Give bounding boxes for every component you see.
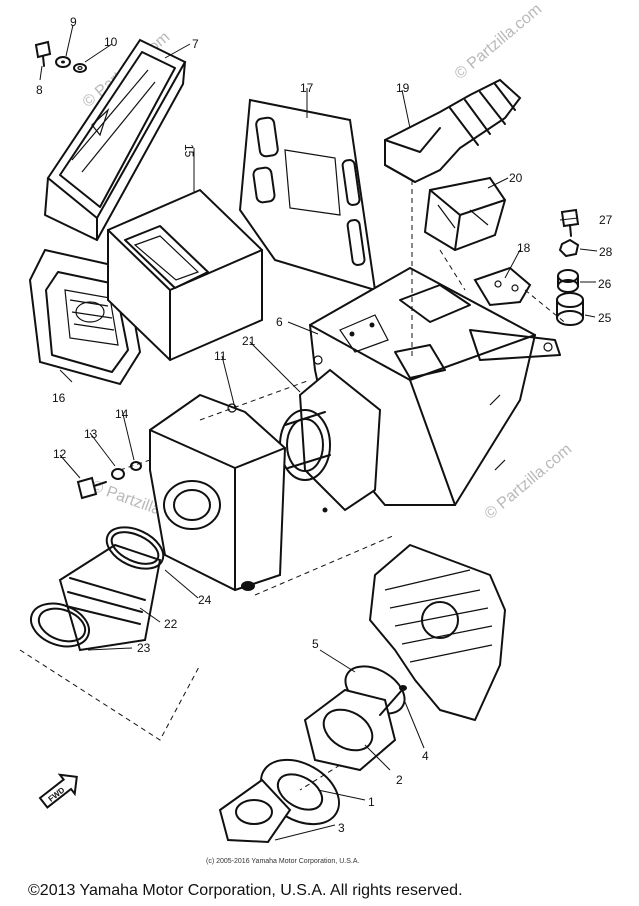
part-7-cover [44,38,187,241]
callout-11: 11 [214,349,227,363]
assembly-line [19,649,201,741]
part-26-collar [557,269,579,293]
callout-5: 5 [312,637,319,651]
callout-22: 22 [164,617,178,631]
small-copyright: (c) 2005-2016 Yamaha Motor Corporation, … [206,858,359,865]
callout-labels: 7 10 9 8 15 17 19 20 18 6 21 11 16 14 13… [36,15,613,835]
part-21-joint [279,368,382,513]
part-23-clamp [29,602,91,648]
part-27-bolt [560,208,580,237]
callout-19: 19 [396,81,410,95]
callout-26: 26 [598,277,612,291]
callout-16: 16 [52,391,66,405]
part-25-grommet [556,292,584,326]
assembly-line [254,534,396,596]
part-12-screw [76,476,107,500]
callout-2: 2 [396,773,403,787]
part-2-joint [303,688,397,772]
callout-10: 10 [104,35,118,49]
callout-14: 14 [115,407,129,421]
part-8-screw [34,40,52,67]
callout-17: 17 [300,81,314,95]
callout-15: 15 [182,144,196,158]
part-4-screw [379,685,407,716]
part-18-bracket [473,266,532,307]
callout-7: 7 [192,37,199,51]
callout-9: 9 [70,15,77,29]
part-19-intake-duct [384,78,522,184]
callout-28: 28 [599,245,613,259]
fwd-arrow-icon: FWD [38,773,78,809]
part-20-boot [423,176,507,252]
part-9-washer [55,56,71,68]
assembly-line [524,289,569,326]
callout-18: 18 [517,241,531,255]
callout-23: 23 [137,641,151,655]
part-10-washer [73,63,87,73]
part-11-case [149,393,287,592]
watermark-partzilla: © Partzilla.com [452,1,546,83]
part-17-gasket [238,98,377,292]
part-24-clamp [105,526,165,570]
callout-20: 20 [509,171,523,185]
callout-12: 12 [53,447,67,461]
assembly-line [299,764,341,791]
leader-lines [39,24,598,841]
callout-21: 21 [242,334,256,348]
part-22-hose [58,543,162,652]
callout-4: 4 [422,749,429,763]
callout-1: 1 [368,795,375,809]
watermark-partzilla: © Partzilla.com [482,441,576,523]
callout-3: 3 [338,821,345,835]
assembly-line [439,249,466,291]
callout-25: 25 [598,311,612,325]
callout-13: 13 [84,427,98,441]
part-3-gasket [218,778,292,844]
part-13-washer [111,468,125,480]
assembly-line [199,379,311,421]
callout-8: 8 [36,83,43,97]
copyright-notice: ©2013 Yamaha Motor Corporation, U.S.A. A… [28,882,463,899]
engine-outline [369,544,506,721]
callout-27: 27 [599,213,613,227]
part-15-element [107,188,263,362]
callout-6: 6 [276,315,283,329]
callout-24: 24 [198,593,212,607]
part-28-nut [558,238,580,258]
